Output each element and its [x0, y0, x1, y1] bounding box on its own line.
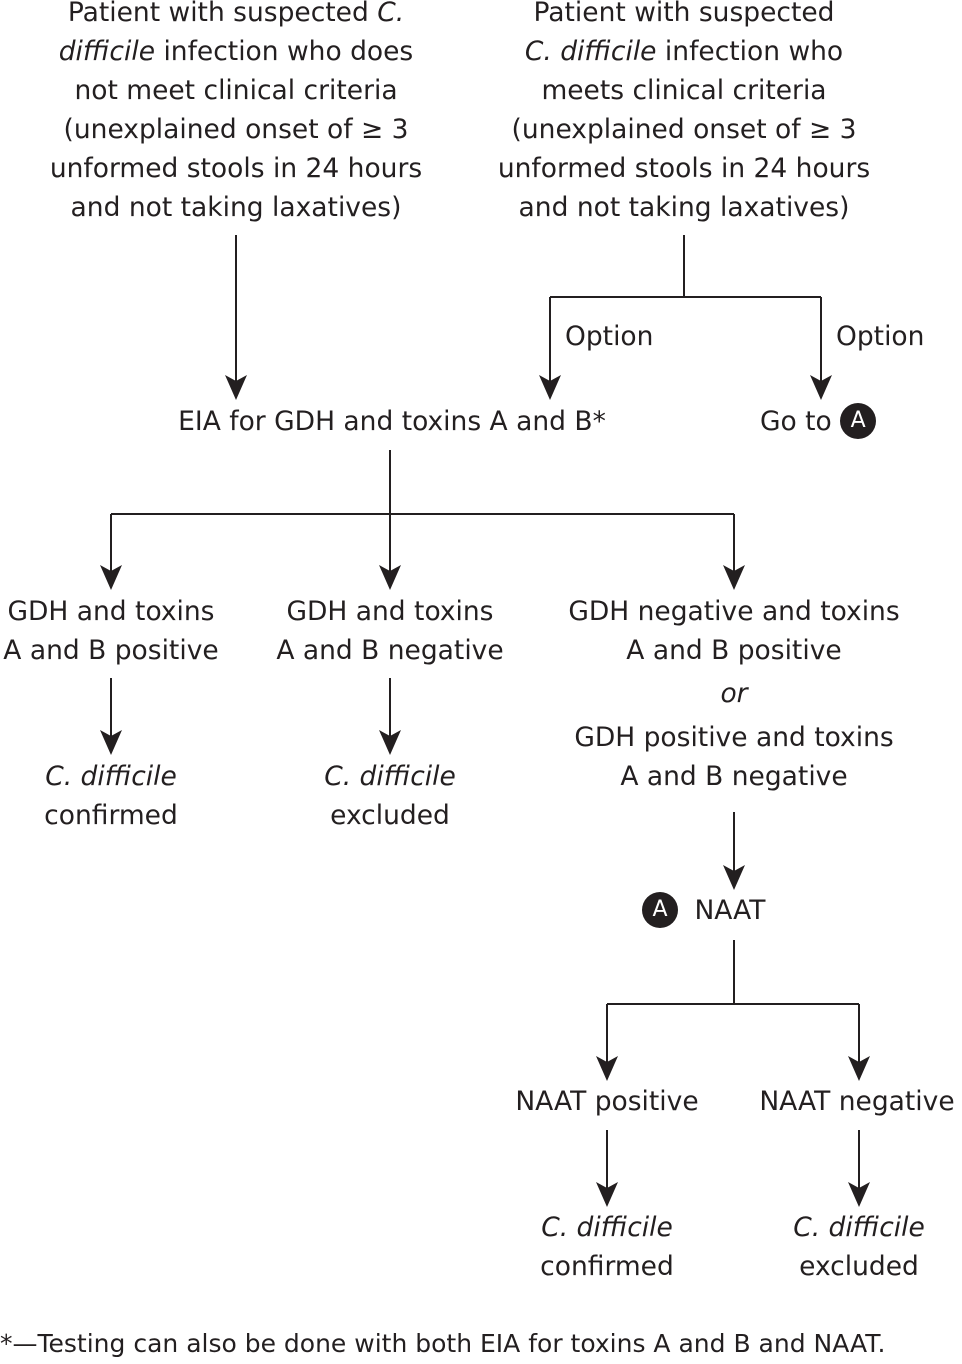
node-naat: A NAAT — [630, 891, 842, 930]
node-suspected-not-meeting-criteria: Patient with suspected C. difficile infe… — [49, 0, 423, 223]
arrowhead — [723, 565, 745, 590]
arrowheads — [100, 375, 870, 1207]
node-naat-positive: NAAT positive — [515, 1086, 699, 1117]
node-gdh-toxins-positive: GDH and toxins A and B positive — [3, 596, 219, 666]
node-go-to-a: Go to A — [740, 402, 930, 441]
node-suspected-meeting-criteria: Patient with suspected C. difficile infe… — [497, 0, 871, 223]
arrowhead — [100, 730, 122, 755]
footnote: *—Testing can also be done with both EIA… — [0, 1329, 886, 1358]
arrowhead — [539, 375, 561, 400]
arrowhead — [848, 1182, 870, 1207]
arrowhead — [100, 565, 122, 590]
node-gdh-toxins-negative: GDH and toxins A and B negative — [276, 596, 504, 666]
node-result-excluded-2: C. difficile excluded — [793, 1212, 925, 1282]
arrowhead — [379, 565, 401, 590]
node-eia-test: EIA for GDH and toxins A and B* — [178, 406, 606, 437]
node-result-confirmed-1: C. difficile confirmed — [44, 761, 178, 831]
arrowhead — [723, 865, 745, 890]
badge-a-icon: A — [642, 891, 678, 928]
node-naat-negative: NAAT negative — [759, 1086, 955, 1117]
arrowhead — [596, 1182, 618, 1207]
arrowhead — [848, 1056, 870, 1081]
option-label-right: Option — [836, 321, 925, 352]
arrowhead — [810, 375, 832, 400]
node-result-confirmed-2: C. difficile confirmed — [540, 1212, 674, 1282]
node-result-excluded-1: C. difficile excluded — [324, 761, 456, 831]
option-label-left: Option — [565, 321, 654, 352]
node-gdh-toxins-discordant: GDH negative and toxins A and B positive… — [568, 596, 900, 792]
arrowhead — [596, 1056, 618, 1081]
arrowhead — [225, 375, 247, 400]
badge-a-icon: A — [840, 402, 877, 439]
arrowhead — [379, 730, 401, 755]
